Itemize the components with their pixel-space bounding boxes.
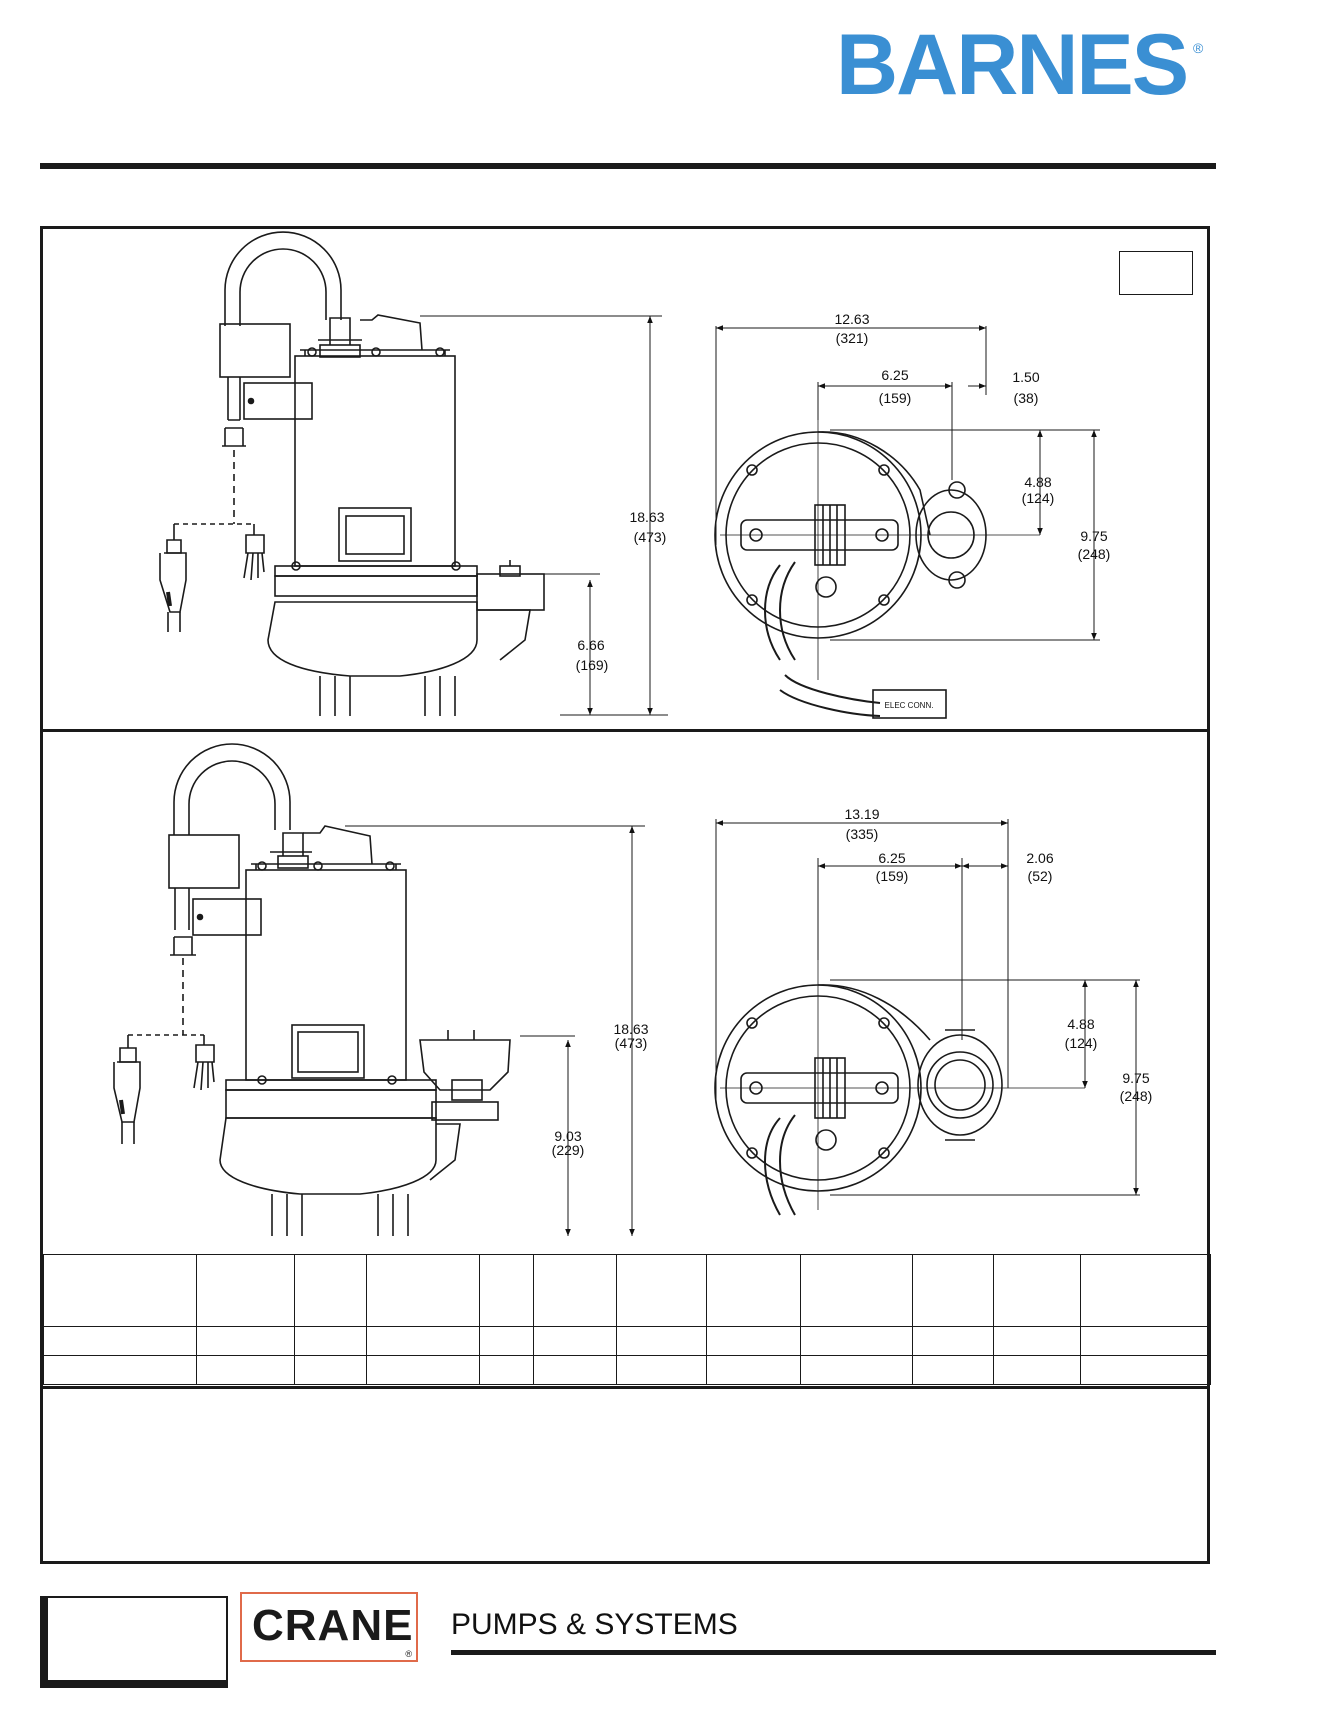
model-number-box [1119,251,1193,295]
table-bottom-rule [40,1386,1210,1389]
registered-mark: ® [1193,40,1204,56]
drawing-frame [40,226,1210,1564]
spec-table [43,1254,1211,1385]
table-row [43,1355,1211,1385]
page-number-box [40,1596,228,1688]
table-header-row [43,1254,1211,1327]
barnes-logo: BARNES [836,17,1189,113]
header-rule [40,163,1216,169]
crane-wordmark: CRANE [252,1601,414,1650]
crane-registered-mark: ® [405,1649,412,1659]
footer-tagline: PUMPS & SYSTEMS [451,1608,738,1641]
section-divider [40,729,1210,732]
table-row [43,1326,1211,1356]
crane-logo: CRANE ® [240,1592,418,1662]
footer-rule [451,1650,1216,1655]
